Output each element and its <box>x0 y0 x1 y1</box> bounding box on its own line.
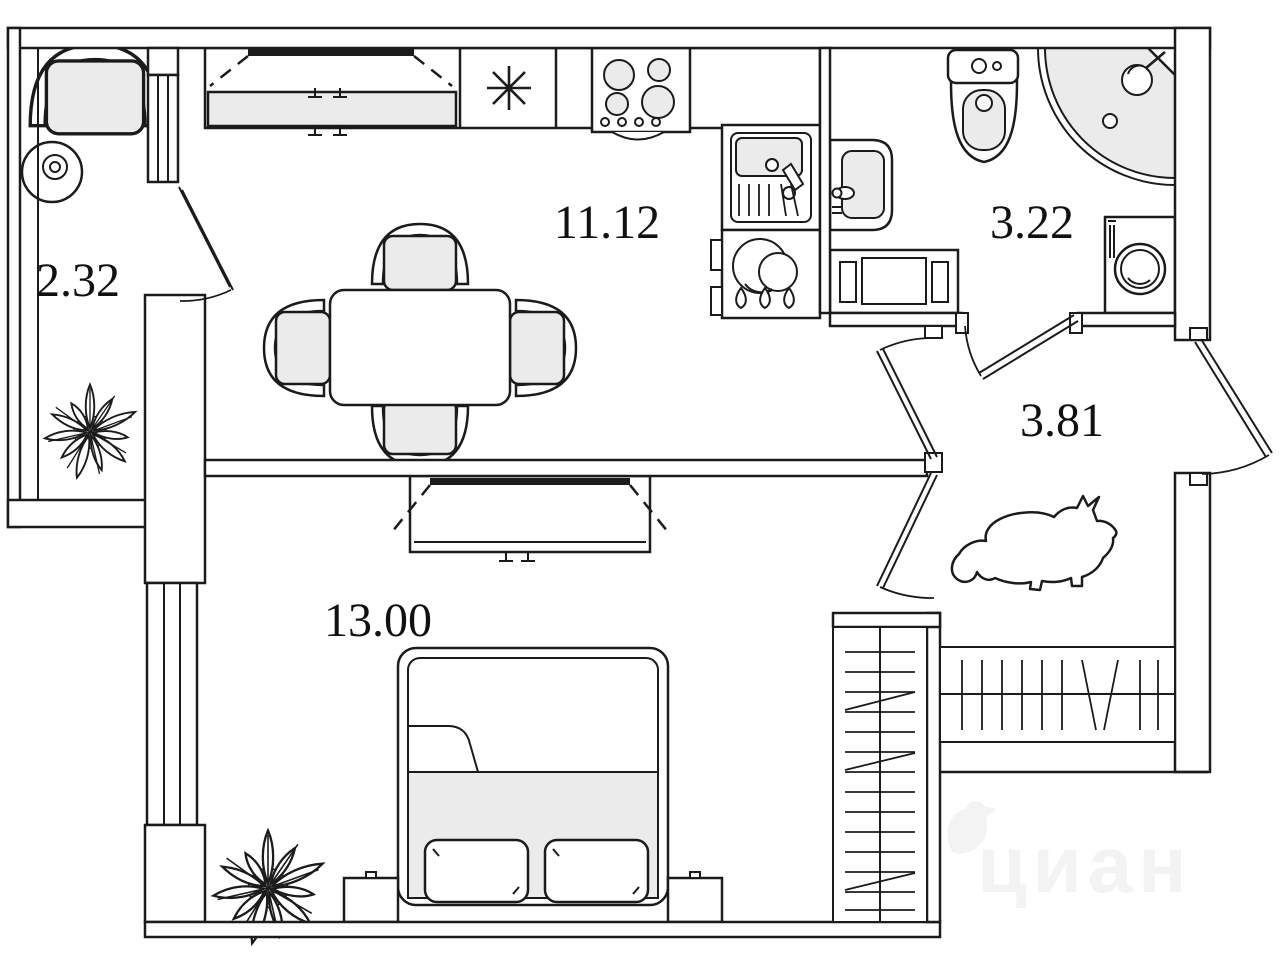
nightstand-left <box>342 871 400 924</box>
dog-silhouette <box>950 494 1118 592</box>
staircase <box>832 626 1176 923</box>
bedroom-wardrobe <box>391 474 669 562</box>
nightstand-right <box>666 871 724 924</box>
dining-set <box>262 222 578 468</box>
room-kitchen-living <box>203 46 822 468</box>
dishwasher <box>710 228 822 320</box>
kitchen-wardrobe <box>206 48 462 136</box>
walls <box>6 26 1212 939</box>
doors <box>178 186 1273 599</box>
faucet-icon <box>781 162 805 192</box>
label-bedroom: 13.00 <box>324 594 432 647</box>
side-table <box>20 140 84 204</box>
room-bathroom <box>828 47 1177 315</box>
water-drops-icon <box>735 286 795 310</box>
blanket-fold <box>407 725 480 773</box>
snowflake-icon <box>487 66 531 110</box>
drain-icon <box>1102 113 1118 129</box>
label-hallway: 3.81 <box>1020 394 1104 447</box>
double-bed <box>396 646 670 907</box>
pillow-right <box>543 838 650 904</box>
area-labels: 2.32 11.12 3.22 3.81 13.00 <box>36 196 1104 647</box>
watermark-text: циан <box>977 820 1192 909</box>
entrance-door <box>1194 338 1273 475</box>
cian-bird-icon <box>947 800 997 854</box>
washing-machine <box>1103 215 1177 315</box>
towel-radiator <box>828 248 960 315</box>
pillow-left <box>423 838 530 904</box>
watermark: циан <box>947 800 1192 909</box>
cooktop <box>590 46 692 141</box>
room-bedroom <box>211 474 724 946</box>
balcony-glazing <box>6 26 22 529</box>
kitchen-sink <box>720 123 822 232</box>
kitchen-door <box>876 337 938 460</box>
toilet <box>946 48 1020 164</box>
bedroom-door <box>876 472 938 599</box>
room-hallway <box>950 494 1118 592</box>
bedroom-window <box>145 581 199 827</box>
refrigerator <box>487 48 558 128</box>
staircase-vertical-flight <box>832 626 928 923</box>
staircase-horizontal-flight <box>939 646 1176 743</box>
label-balcony: 2.32 <box>36 254 120 307</box>
bathroom-door <box>964 314 1079 380</box>
dining-table <box>328 288 512 407</box>
label-bathroom: 3.22 <box>990 196 1074 249</box>
drainer-lines <box>738 183 799 217</box>
corner-shower <box>1037 47 1176 186</box>
shower-head-icon <box>1121 64 1153 96</box>
balcony-window <box>146 73 180 184</box>
balcony-door <box>178 186 234 302</box>
washbasin <box>828 138 894 232</box>
label-kitchen: 11.12 <box>554 196 660 249</box>
